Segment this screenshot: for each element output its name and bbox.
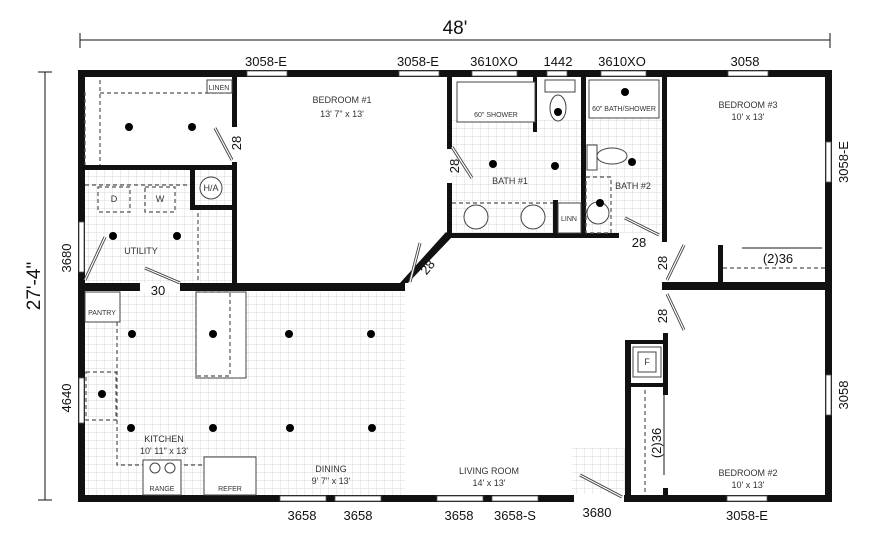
left-window-4640-label: 4640 xyxy=(59,384,74,413)
kitchen-sink xyxy=(85,371,117,421)
window-label-top-4: 1442 xyxy=(544,54,573,69)
bath-shower-label: 60" BATH/SHOWER xyxy=(592,106,656,113)
dining-size: 9' 7" x 13' xyxy=(312,476,351,486)
washer-label: W xyxy=(156,194,165,204)
overall-width-label: 48' xyxy=(443,18,468,39)
window-label-bottom-5: 3058-E xyxy=(726,508,768,523)
bedroom2-door-label: 28 xyxy=(655,309,670,323)
hall-door-label: 28 xyxy=(417,257,438,278)
bedroom1-name: BEDROOM #1 xyxy=(312,95,371,105)
window-label-top-1: 3058-E xyxy=(245,54,287,69)
overall-depth-label: 27'-4" xyxy=(24,262,45,310)
bathtub xyxy=(588,79,660,119)
washer xyxy=(144,186,176,213)
linen-label: LINEN xyxy=(209,85,230,92)
hvac-unit xyxy=(199,176,223,200)
kitchen-name: KITCHEN xyxy=(144,434,184,444)
light-fixtures xyxy=(98,88,636,432)
window-label-right-2: 3058 xyxy=(836,381,851,410)
bedroom1-door-label: 28 xyxy=(229,136,244,150)
bedroom3-closet-label: (2)36 xyxy=(763,251,793,266)
bedroom3-size: 10' x 13' xyxy=(732,112,765,122)
doors xyxy=(83,127,825,499)
window-label-top-2: 3058-E xyxy=(397,54,439,69)
bath1-door-label: 28 xyxy=(447,159,462,173)
island xyxy=(195,291,247,379)
bath2-door-label: 28 xyxy=(632,235,646,250)
bedroom2-size: 10' x 13' xyxy=(732,480,765,490)
window-label-bottom-2: 3658 xyxy=(344,508,373,523)
bedroom3-name: BEDROOM #3 xyxy=(718,100,777,110)
refrigerator xyxy=(203,456,257,496)
shower-label: 60" SHOWER xyxy=(474,112,518,119)
living-room-size: 14' x 13' xyxy=(473,478,506,488)
pantry xyxy=(84,291,121,323)
linen-closet xyxy=(206,79,233,94)
left-window-3680-label: 3680 xyxy=(59,244,74,273)
linen2-label: LINN xyxy=(561,216,577,223)
utility-door-label: 30 xyxy=(151,283,165,298)
window-label-bottom-4: 3658-S xyxy=(494,508,536,523)
window-label-top-3: 3610XO xyxy=(470,54,518,69)
sink xyxy=(520,204,546,230)
dining-name: DINING xyxy=(315,464,347,474)
fixtures xyxy=(84,79,662,496)
window-label-right-1: 3058-E xyxy=(836,141,851,183)
depth-dimension: 27'-4" xyxy=(24,71,52,501)
window-label-bottom-1: 3658 xyxy=(288,508,317,523)
windows xyxy=(78,70,832,503)
width-dimension: 48' xyxy=(79,18,831,48)
range-label: RANGE xyxy=(150,486,175,493)
window-label-bottom-3: 3658 xyxy=(445,508,474,523)
window-label-top-5: 3610XO xyxy=(598,54,646,69)
window-label-top-6: 3058 xyxy=(731,54,760,69)
bath2-name: BATH #2 xyxy=(615,181,651,191)
hvac-label: H/A xyxy=(203,183,218,193)
shower xyxy=(456,81,536,123)
bedroom1-size: 13' 7" x 13' xyxy=(320,109,364,119)
entry-door-label: 3680 xyxy=(583,505,612,520)
utility-name: UTILITY xyxy=(124,246,158,256)
dryer xyxy=(97,186,131,213)
bedroom2-name: BEDROOM #2 xyxy=(718,468,777,478)
living-room-name: LIVING ROOM xyxy=(459,466,519,476)
kitchen-size: 10' 11" x 13' xyxy=(140,446,188,456)
sink xyxy=(463,204,489,230)
fireplace-label: F xyxy=(644,357,650,367)
bedroom2-closet-label: (2)36 xyxy=(649,428,664,458)
bath1-name: BATH #1 xyxy=(492,176,528,186)
dryer-label: D xyxy=(111,194,118,204)
refrigerator-label: REFER xyxy=(218,486,242,493)
interior-walls xyxy=(85,77,832,500)
bedroom3-door-label: 28 xyxy=(655,256,670,270)
pantry-label: PANTRY xyxy=(88,310,116,317)
